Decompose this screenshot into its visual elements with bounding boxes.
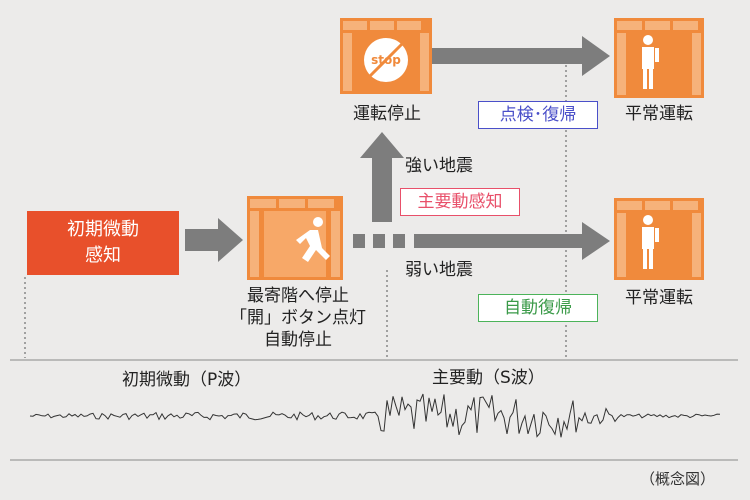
- auto-restore-badge: 自動復帰: [478, 294, 598, 322]
- initial-detection-box: 初期微動 感知: [27, 211, 179, 275]
- normal-top-col-right: [692, 33, 701, 95]
- stop-icon-col-left: [343, 33, 352, 91]
- stop-icon-brick-1: [343, 21, 367, 30]
- exit-icon-col-left: [250, 211, 259, 277]
- stop-icon-brick-3: [397, 21, 421, 30]
- operation-stop-label: 運転停止: [353, 104, 421, 124]
- nearest-floor-line3: 自動停止: [264, 330, 332, 350]
- normal-bottom-col-right: [692, 213, 701, 277]
- elevator-stop-icon: [340, 18, 432, 94]
- elevator-exit-icon: [247, 196, 343, 280]
- arrow-weak-to-normal: [414, 222, 610, 260]
- stop-icon-text: stop: [371, 53, 401, 67]
- exit-icon-col-right: [331, 211, 340, 277]
- normal-bottom-brick-3: [673, 201, 698, 210]
- arrow-detect-to-floor: [185, 218, 243, 262]
- standing-person-icon: [642, 35, 659, 89]
- strong-quake-label: 強い地震: [405, 156, 473, 176]
- normal-bottom-brick-2: [645, 201, 670, 210]
- inspect-restore-badge: 点検･復帰: [478, 101, 598, 129]
- elevator-normal-icon-top: [614, 18, 704, 98]
- dash-3: [393, 234, 405, 248]
- standing-person-icon: [642, 215, 659, 269]
- stop-sign-slash: [368, 42, 404, 78]
- initial-detection-line1: 初期微動: [67, 219, 139, 240]
- weak-quake-label: 弱い地震: [405, 260, 473, 280]
- main-motion-detect-badge: 主要動感知: [400, 188, 520, 216]
- dash-2: [373, 234, 385, 248]
- normal-bottom-col-left: [617, 213, 626, 277]
- normal-top-brick-3: [673, 21, 698, 30]
- stop-icon-col-right: [420, 33, 429, 91]
- s-wave-label: 主要動（S波）: [432, 368, 545, 388]
- p-wave-label: 初期微動（P波）: [122, 370, 252, 390]
- elevator-normal-icon-bottom: [614, 198, 704, 280]
- arrow-strong-up: [360, 132, 404, 222]
- guide-lines: [24, 60, 567, 358]
- normal-top-brick-2: [645, 21, 670, 30]
- arrows: [185, 36, 610, 262]
- normal-operation-label-top: 平常運転: [625, 104, 693, 124]
- exit-icon-brick-3: [308, 199, 334, 208]
- initial-detection-line2: 感知: [85, 245, 121, 266]
- stop-icon-brick-2: [370, 21, 394, 30]
- nearest-floor-line1: 最寄階へ停止: [247, 286, 349, 306]
- seismic-waveform: [29, 393, 721, 438]
- normal-top-col-left: [617, 33, 626, 95]
- normal-bottom-brick-1: [617, 201, 642, 210]
- exit-icon-brick-1: [250, 199, 276, 208]
- arrow-stop-to-normal: [430, 36, 610, 76]
- diagram-caption: （概念図）: [640, 470, 716, 488]
- exit-icon-brick-2: [279, 199, 305, 208]
- normal-top-brick-1: [617, 21, 642, 30]
- nearest-floor-line2: 「開」ボタン点灯: [230, 308, 366, 328]
- running-person-icon: [296, 217, 330, 262]
- normal-operation-label-bottom: 平常運転: [625, 288, 693, 308]
- dash-1: [353, 234, 365, 248]
